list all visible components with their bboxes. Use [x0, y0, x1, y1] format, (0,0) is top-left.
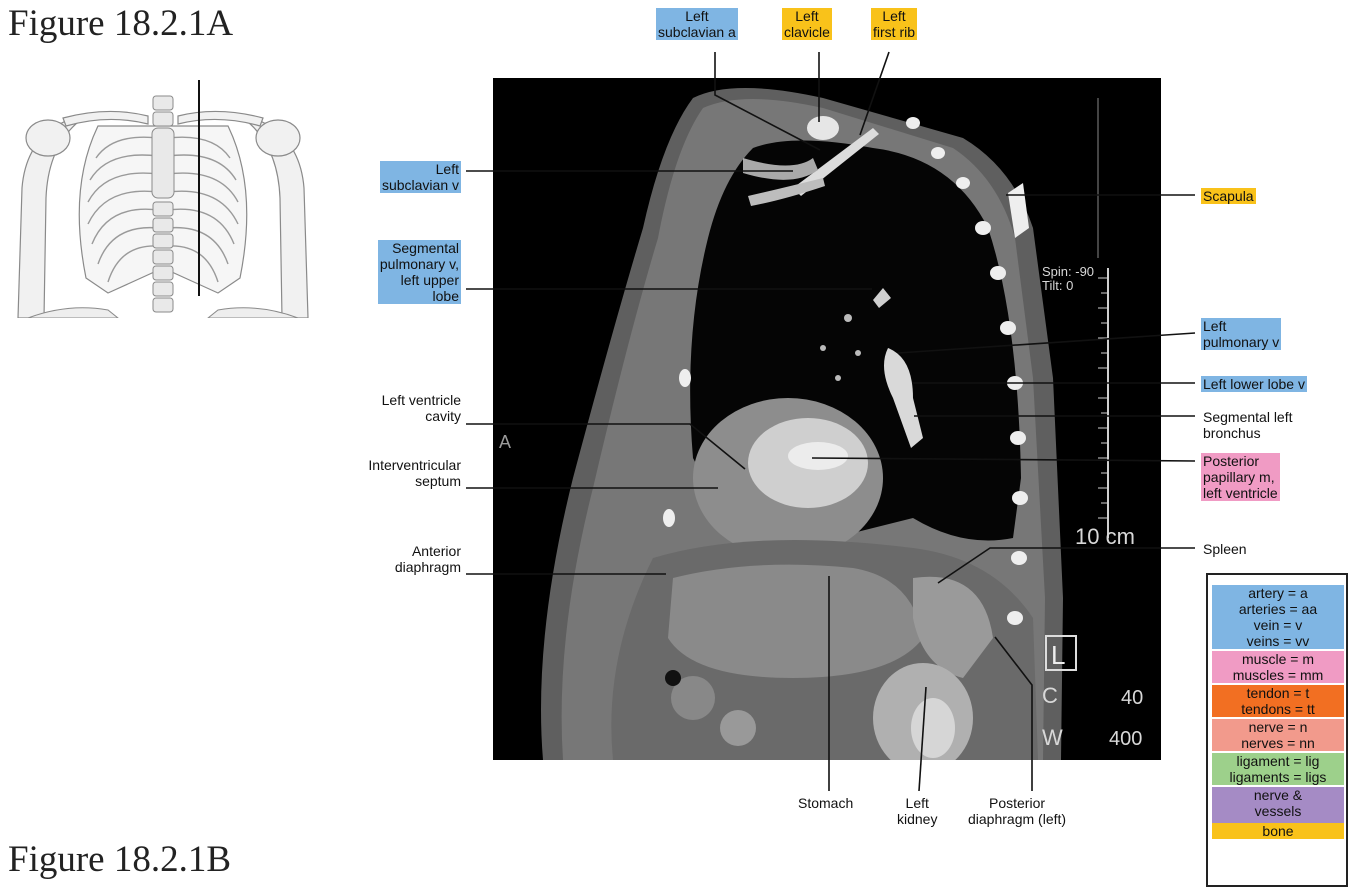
label-left-clavicle: Left clavicle — [782, 8, 832, 40]
ct-tilt-text: Tilt: 0 — [1042, 278, 1073, 293]
label-posterior-diaphragm: Posterior diaphragm (left) — [968, 795, 1066, 827]
legend-nerves: nerves = nn — [1212, 735, 1344, 751]
legend-tendons: tendons = tt — [1212, 701, 1344, 717]
label-left-kidney: Left kidney — [897, 795, 937, 827]
legend-artery: artery = a — [1212, 585, 1344, 601]
legend-nerve-and-vessels: nerve & vessels — [1212, 787, 1344, 823]
ct-sagittal-image: Spin: -90 Tilt: 0 A 10 cm L C 40 W 400 — [493, 78, 1161, 760]
legend-tendon: tendon = t — [1212, 685, 1344, 701]
label-left-ventricle-cavity: Left ventricle cavity — [382, 392, 461, 424]
ct-window-w-value: 400 — [1109, 728, 1142, 750]
label-left-pulmonary-v: Left pulmonary v — [1201, 318, 1281, 350]
label-left-subclavian-a: Left subclavian a — [656, 8, 738, 40]
ct-orientation-l: L — [1051, 640, 1065, 670]
label-segmental-pulmonary-v: Segmental pulmonary v, left upper lobe — [378, 240, 461, 304]
label-left-lower-lobe-v: Left lower lobe v — [1201, 376, 1307, 392]
legend-bone: bone — [1212, 823, 1344, 839]
color-legend: artery = a arteries = aa vein = v veins … — [1206, 573, 1348, 887]
label-left-first-rib: Left first rib — [871, 8, 917, 40]
legend-vein: vein = v — [1212, 617, 1344, 633]
label-spleen: Spleen — [1203, 541, 1247, 557]
label-stomach: Stomach — [798, 795, 853, 811]
ct-scale-bar-label: 10 cm — [1075, 524, 1135, 549]
figure-a-title: Figure 18.2.1A — [8, 2, 233, 45]
label-segmental-left-bronchus: Segmental left bronchus — [1203, 409, 1293, 441]
legend-ligaments: ligaments = ligs — [1212, 769, 1344, 785]
label-interventricular-septum: Interventricular septum — [368, 457, 461, 489]
figure-b-title: Figure 18.2.1B — [8, 838, 231, 881]
label-left-subclavian-v: Left subclavian v — [380, 161, 461, 193]
label-anterior-diaphragm: Anterior diaphragm — [395, 543, 461, 575]
legend-arteries: arteries = aa — [1212, 601, 1344, 617]
ct-orientation-a: A — [499, 432, 511, 452]
legend-nerve: nerve = n — [1212, 719, 1344, 735]
label-posterior-papillary-m: Posterior papillary m, left ventricle — [1201, 453, 1280, 501]
label-scapula: Scapula — [1201, 188, 1256, 204]
ct-window-c-value: 40 — [1121, 687, 1143, 709]
ct-window-w-label: W — [1042, 725, 1063, 750]
ct-spin-text: Spin: -90 — [1042, 264, 1094, 279]
legend-ligament: ligament = lig — [1212, 753, 1344, 769]
legend-muscle: muscle = m — [1212, 651, 1344, 667]
thorax-skeleton-thumbnail — [8, 78, 318, 318]
legend-muscles: muscles = mm — [1212, 667, 1344, 683]
legend-veins: veins = vv — [1212, 633, 1344, 649]
ct-window-c-label: C — [1042, 683, 1058, 708]
